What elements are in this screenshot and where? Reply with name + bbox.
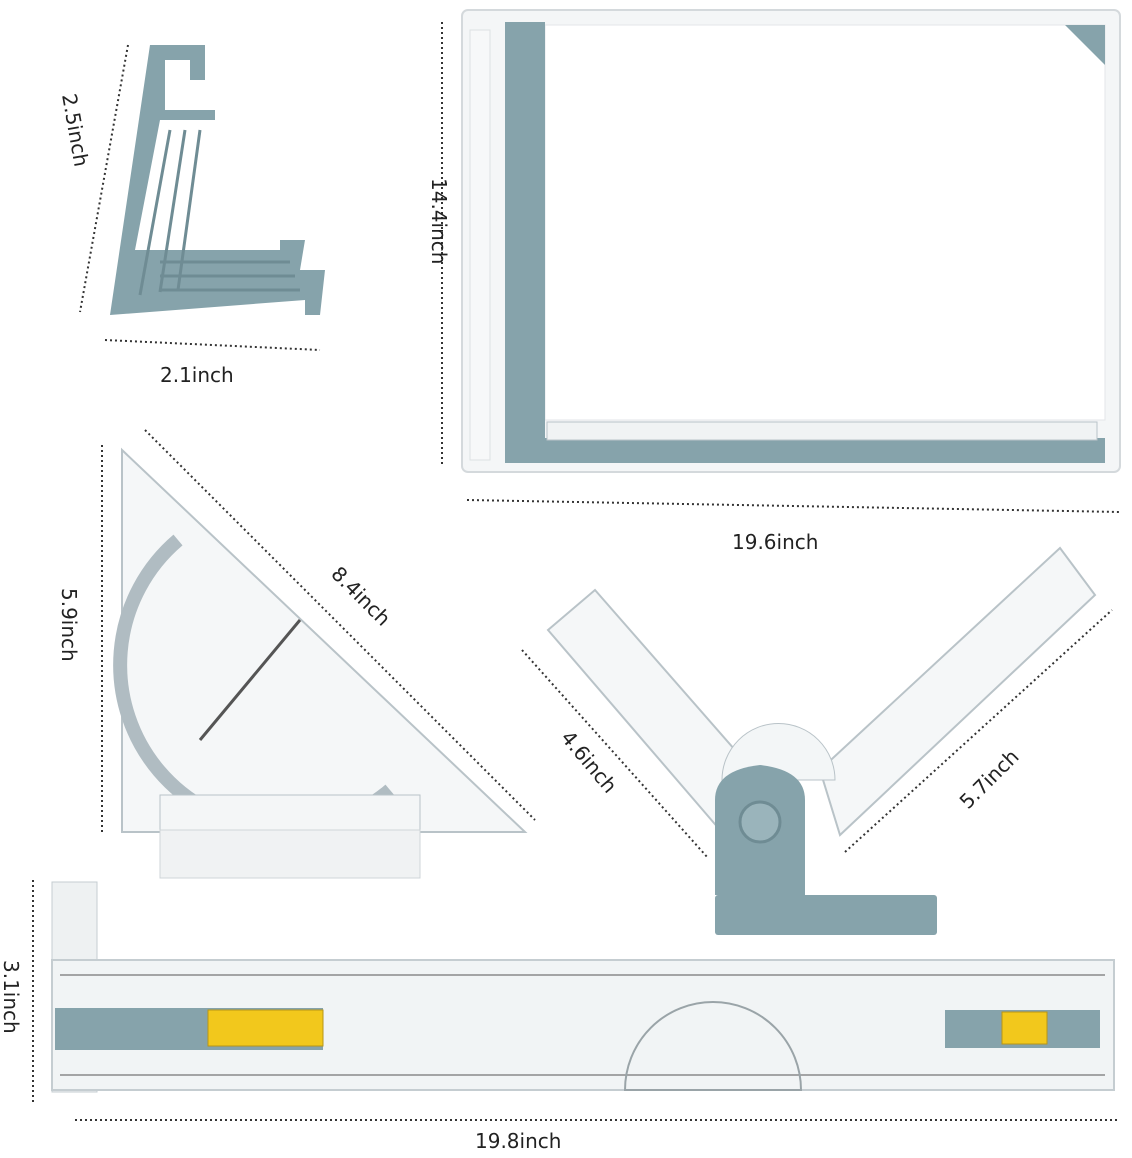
left-arm-dimension-line <box>521 649 709 859</box>
board-height-label: 14.4inch <box>427 178 451 264</box>
holder-width-dimension-line <box>104 339 321 351</box>
t-square <box>51 881 1115 1093</box>
board-holder <box>110 45 325 315</box>
holder-width-label: 2.1inch <box>160 363 234 387</box>
board-width-dimension-line <box>466 499 1121 513</box>
holder-height-dimension-line <box>79 44 129 313</box>
left-arm-label: 4.6inch <box>556 726 622 798</box>
protractor-arm <box>546 546 1097 935</box>
set-square <box>113 447 528 879</box>
right-arm-dimension-line <box>844 609 1113 853</box>
drawing-board <box>461 9 1121 473</box>
set-square-height-label: 5.9inch <box>57 588 81 662</box>
t-square-width-label: 19.8inch <box>475 1129 561 1153</box>
set-square-hypotenuse-label: 8.4inch <box>326 562 395 631</box>
t-square-height-label: 3.1inch <box>0 960 23 1034</box>
board-width-label: 19.6inch <box>732 530 818 554</box>
right-arm-label: 5.7inch <box>955 744 1024 813</box>
set-square-hypotenuse-dimension-line <box>144 429 536 821</box>
holder-height-label: 2.5inch <box>57 92 93 169</box>
